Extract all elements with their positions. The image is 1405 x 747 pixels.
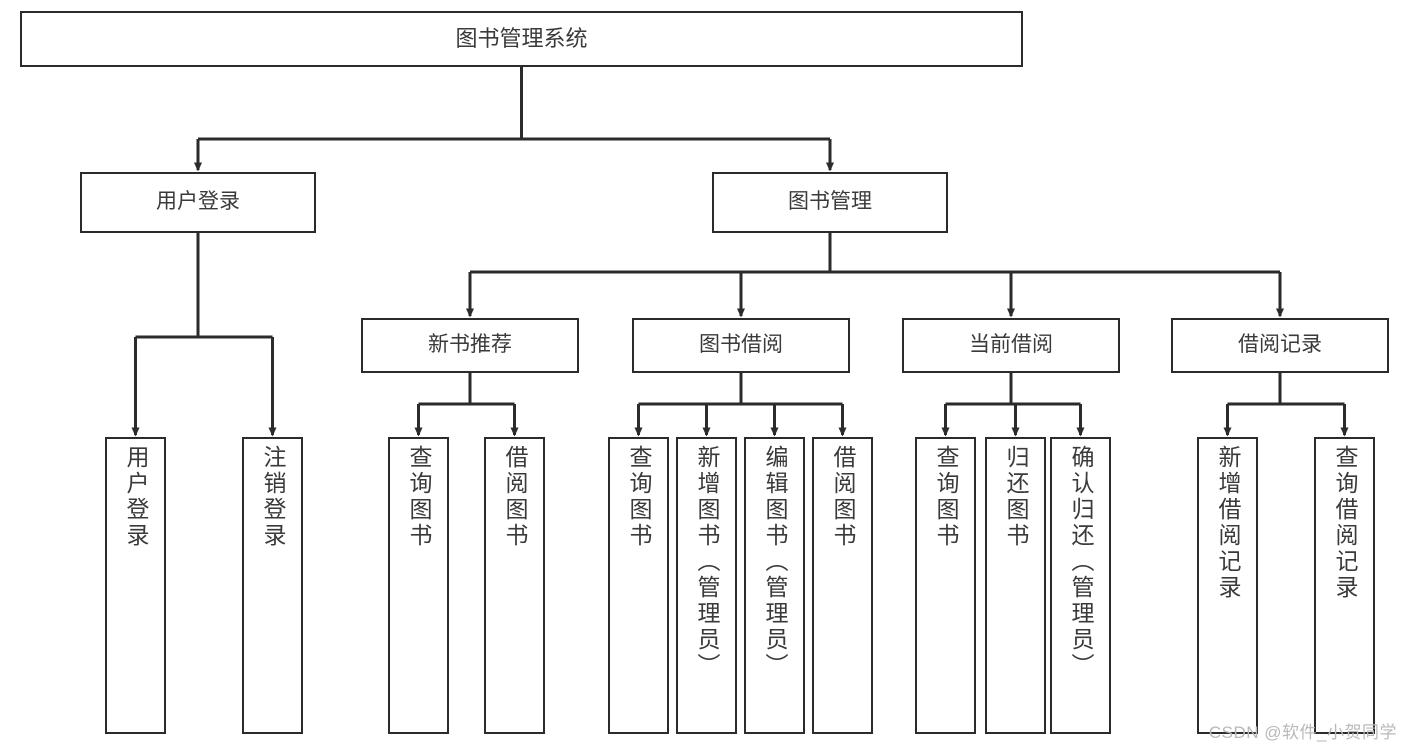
node-label: 图书管理系统	[455, 26, 588, 52]
node-label: 查询借阅记录	[1332, 445, 1358, 601]
node-login[interactable]: 用户登录	[80, 172, 316, 233]
node-leaf-cur-1[interactable]: 查询图书	[915, 437, 976, 734]
node-leaf-login-1[interactable]: 用户登录	[105, 437, 166, 734]
node-leaf-borrow-4[interactable]: 借阅图书	[812, 437, 873, 734]
node-label: 查询图书	[933, 445, 959, 549]
node-leaf-cur-2[interactable]: 归还图书	[985, 437, 1046, 734]
watermark-text: CSDN @软件_小贺同学	[1208, 723, 1397, 742]
node-borrow[interactable]: 图书借阅	[632, 318, 850, 373]
node-label: 借阅图书	[830, 445, 856, 549]
node-label: 注销登录	[260, 445, 286, 549]
node-label: 新书推荐	[428, 333, 512, 357]
node-leaf-borrow-1[interactable]: 查询图书	[608, 437, 669, 734]
node-label: 借阅记录	[1238, 333, 1322, 357]
node-leaf-cur-3[interactable]: 确认归还（管理员）	[1050, 437, 1111, 734]
node-leaf-rec-1[interactable]: 新增借阅记录	[1197, 437, 1258, 734]
node-label: 编辑图书（管理员）	[762, 445, 788, 679]
node-label: 新增图书（管理员）	[694, 445, 720, 679]
node-label: 用户登录	[156, 190, 240, 214]
node-label: 确认归还（管理员）	[1068, 445, 1094, 679]
node-newbook[interactable]: 新书推荐	[361, 318, 579, 373]
node-leaf-new-1[interactable]: 查询图书	[388, 437, 449, 734]
node-bookmgmt[interactable]: 图书管理	[712, 172, 948, 233]
node-leaf-rec-2[interactable]: 查询借阅记录	[1314, 437, 1375, 734]
node-leaf-new-2[interactable]: 借阅图书	[484, 437, 545, 734]
node-label: 用户登录	[123, 445, 149, 549]
node-label: 当前借阅	[969, 333, 1053, 357]
node-label: 查询图书	[626, 445, 652, 549]
node-label: 图书借阅	[699, 333, 783, 357]
node-label: 查询图书	[406, 445, 432, 549]
node-label: 归还图书	[1003, 445, 1029, 549]
node-records[interactable]: 借阅记录	[1171, 318, 1389, 373]
node-leaf-login-2[interactable]: 注销登录	[242, 437, 303, 734]
node-label: 图书管理	[788, 190, 872, 214]
node-leaf-borrow-3[interactable]: 编辑图书（管理员）	[744, 437, 805, 734]
node-leaf-borrow-2[interactable]: 新增图书（管理员）	[676, 437, 737, 734]
node-current[interactable]: 当前借阅	[902, 318, 1120, 373]
node-label: 新增借阅记录	[1215, 445, 1241, 601]
node-root[interactable]: 图书管理系统	[20, 11, 1023, 67]
node-label: 借阅图书	[502, 445, 528, 549]
